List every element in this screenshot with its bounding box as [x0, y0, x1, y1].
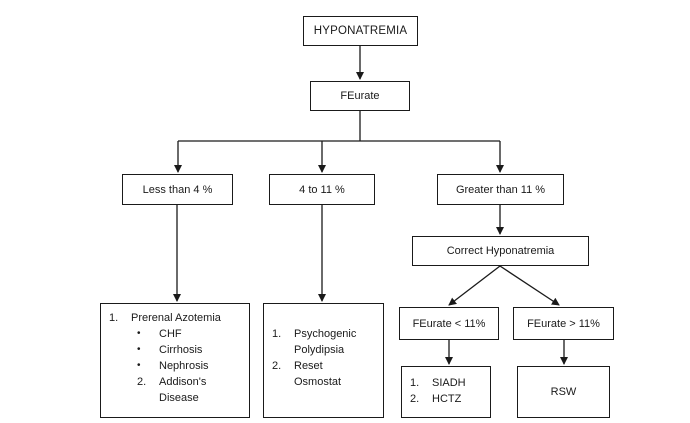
rsw-label: RSW — [550, 386, 577, 398]
correct-hyponatremia-node: Correct Hyponatremia — [412, 236, 589, 266]
rsw-node: RSW — [517, 366, 610, 418]
list-number: 2. — [410, 393, 420, 405]
list-item: SIADH — [432, 377, 466, 389]
feurate-lt-11-node: FEurate < 11% — [399, 307, 499, 340]
list-number: 2. — [272, 360, 282, 372]
list-item: Psychogenic — [294, 328, 357, 340]
feurate-gt-11-node: FEurate > 11% — [513, 307, 614, 340]
correct-hyponatremia-label: Correct Hyponatremia — [446, 245, 555, 257]
arrow-to-feurate-lt-11 — [448, 265, 501, 306]
list-item: Cirrhosis — [159, 344, 203, 356]
greater-than-11-label: Greater than 11 % — [455, 183, 546, 196]
hyponatremia-node: HYPONATREMIA — [303, 16, 418, 46]
greater-than-11-node: Greater than 11 % — [437, 174, 564, 205]
list-item: Nephrosis — [159, 360, 209, 372]
bullet-icon: • — [137, 344, 141, 355]
hyponatremia-label: HYPONATREMIA — [313, 25, 408, 37]
4-to-11-label: 4 to 11 % — [299, 183, 345, 196]
4-to-11-node: 4 to 11 % — [269, 174, 375, 205]
4-to-11-results: 1. Psychogenic Polydipsia 2. Reset Osmosta… — [263, 303, 384, 418]
list-item: Addison's — [159, 376, 207, 388]
list-number: 2. — [137, 376, 147, 388]
less-than-4-results: 1. Prerenal Azotemia • CHF • Cirrhosis • Nep… — [100, 303, 250, 418]
list-item-continuation: Disease — [159, 392, 199, 404]
list-number: 1. — [272, 328, 282, 340]
bullet-icon: • — [137, 328, 141, 339]
feurate-gt-11-label: FEurate > 11% — [527, 317, 600, 330]
list-item: CHF — [159, 328, 182, 340]
list-number: 1. — [410, 377, 420, 389]
siadh-hctz-results: 1. SIADH 2. HCTZ — [401, 366, 491, 418]
feurate-lt-11-label: FEurate < 11% — [412, 317, 486, 330]
feurate-node: FEurate — [310, 81, 410, 111]
list-item-continuation: Osmostat — [294, 376, 342, 388]
feurate-label: FEurate — [340, 90, 380, 102]
bullet-icon: • — [137, 360, 141, 371]
list-item: Reset — [294, 360, 323, 372]
less-than-4-label: Less than 4 % — [142, 183, 213, 196]
arrow-to-feurate-gt-11 — [499, 265, 560, 306]
list-item: Prerenal Azotemia — [131, 312, 221, 324]
list-number: 1. — [109, 312, 119, 324]
less-than-4-node: Less than 4 % — [122, 174, 233, 205]
list-item-continuation: Polydipsia — [294, 344, 345, 356]
list-item: HCTZ — [432, 393, 462, 405]
